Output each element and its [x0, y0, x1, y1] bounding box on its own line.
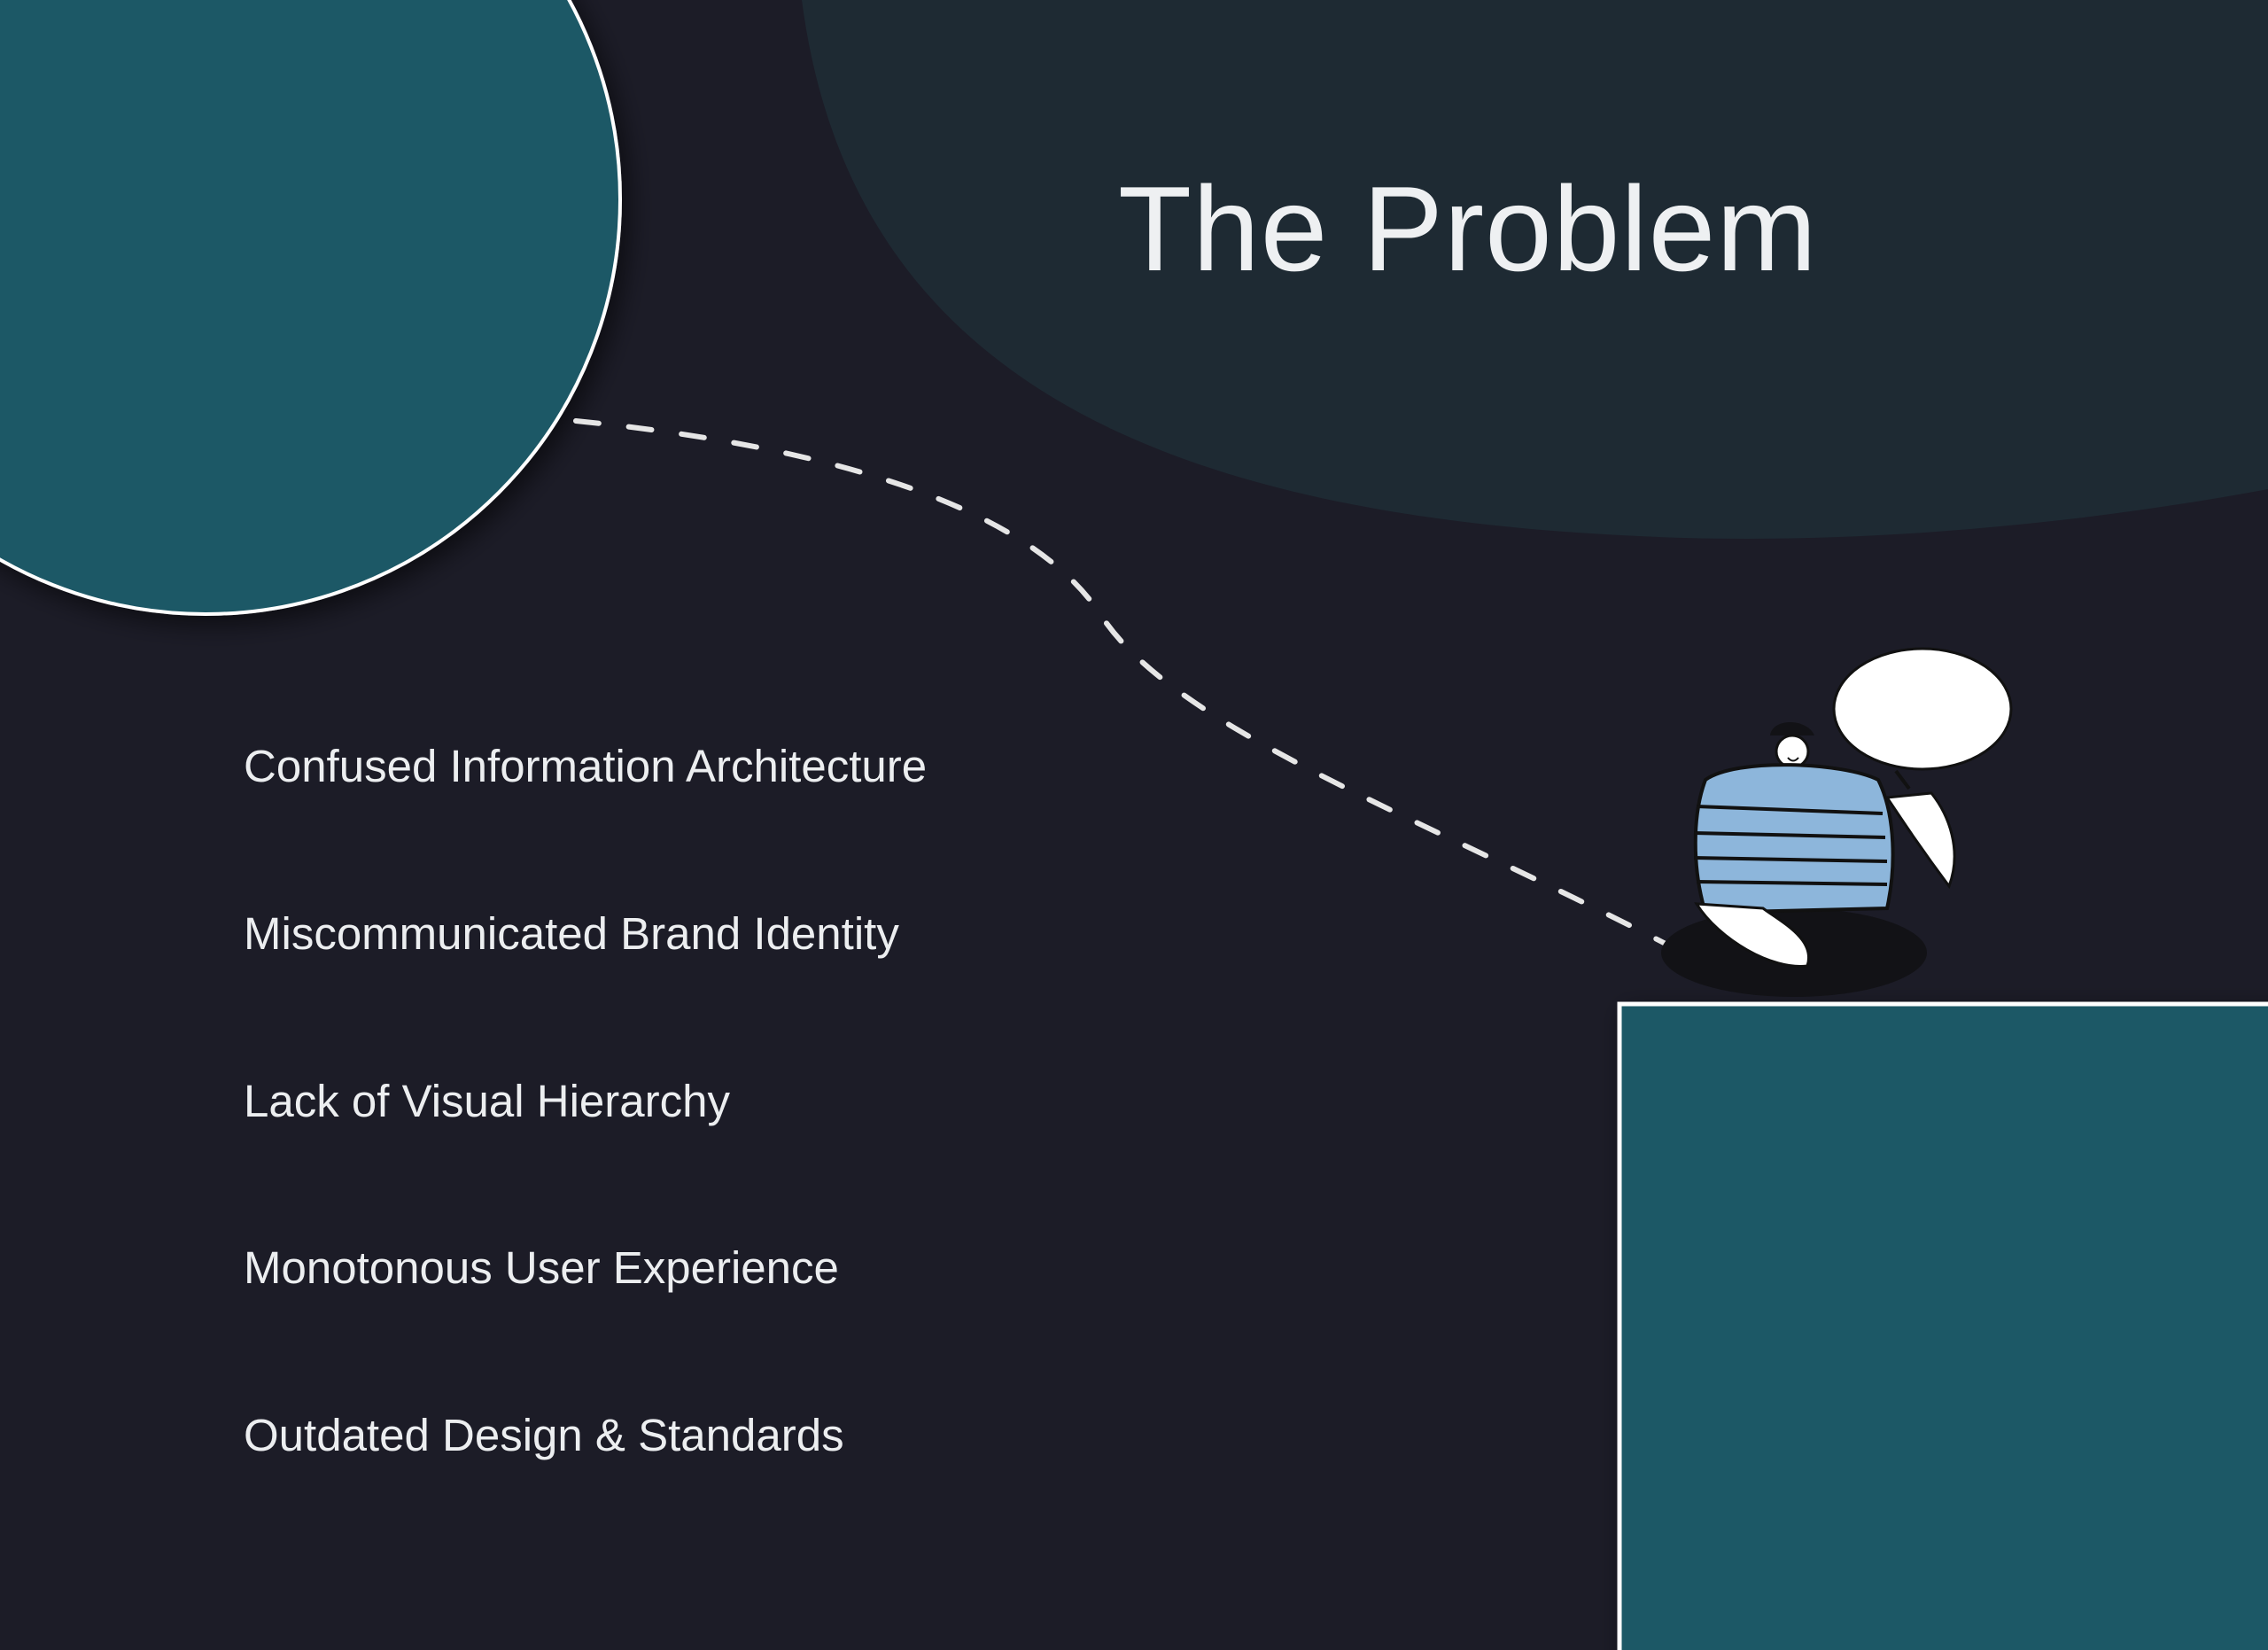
face-icon — [1775, 734, 1810, 769]
bottom-right-block — [1617, 1001, 2268, 1650]
problem-item: Miscommunicated Brand Identity — [244, 908, 899, 959]
dashed-path — [573, 418, 1668, 946]
top-left-circle — [0, 0, 622, 616]
hair — [1770, 722, 1814, 735]
problem-item: Outdated Design & Standards — [244, 1410, 844, 1460]
problem-item: Lack of Visual Hierarchy — [244, 1076, 730, 1126]
top-right-blob — [802, 0, 2268, 539]
problem-item: Monotonous User Experience — [244, 1242, 839, 1293]
speech-bubble-icon — [1832, 647, 2013, 771]
right-arm — [1884, 791, 1956, 890]
striped-shirt — [1693, 763, 1895, 915]
problem-item: Confused Information Architecture — [244, 741, 928, 791]
person-illustration — [1661, 647, 2013, 997]
left-hand — [1694, 902, 1811, 968]
page-title: The Problem — [1118, 161, 1818, 296]
